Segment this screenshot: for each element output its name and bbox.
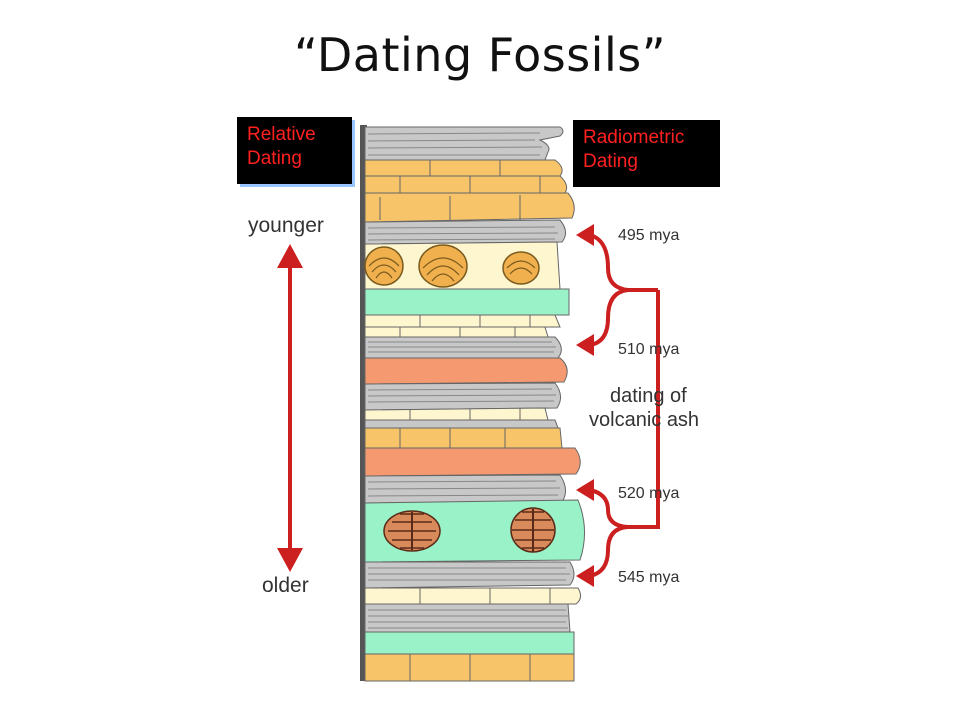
date-545: 545 mya — [618, 569, 679, 586]
younger-label: younger — [248, 214, 324, 237]
page-title: “Dating Fossils” — [293, 28, 667, 82]
radiometric-dating-line-1: Radiometric — [583, 127, 685, 148]
time-double-arrow — [277, 244, 303, 572]
relative-dating-label: Relative Dating — [237, 117, 352, 184]
strata-column — [360, 125, 585, 682]
clam-shell-fossil-icon — [364, 246, 404, 286]
date-495: 495 mya — [618, 227, 679, 244]
ash-note-line-1: dating of — [610, 385, 687, 407]
relative-dating-line-2: Dating — [247, 148, 302, 169]
relative-dating-line-1: Relative — [247, 124, 316, 145]
clam-shell-fossil-icon — [502, 251, 540, 285]
older-label: older — [262, 574, 309, 597]
date-510: 510 mya — [618, 341, 679, 358]
red-arrowheads — [576, 224, 594, 587]
ash-note-line-2: volcanic ash — [589, 409, 699, 431]
clam-shell-fossil-icon — [418, 244, 468, 288]
date-520: 520 mya — [618, 485, 679, 502]
trilobite-fossil-icon — [510, 507, 556, 553]
trilobite-fossil-icon — [383, 510, 441, 552]
radiometric-dating-line-2: Dating — [583, 151, 638, 172]
radiometric-dating-label: Radiometric Dating — [573, 120, 720, 187]
radiometric-brackets — [589, 233, 660, 578]
